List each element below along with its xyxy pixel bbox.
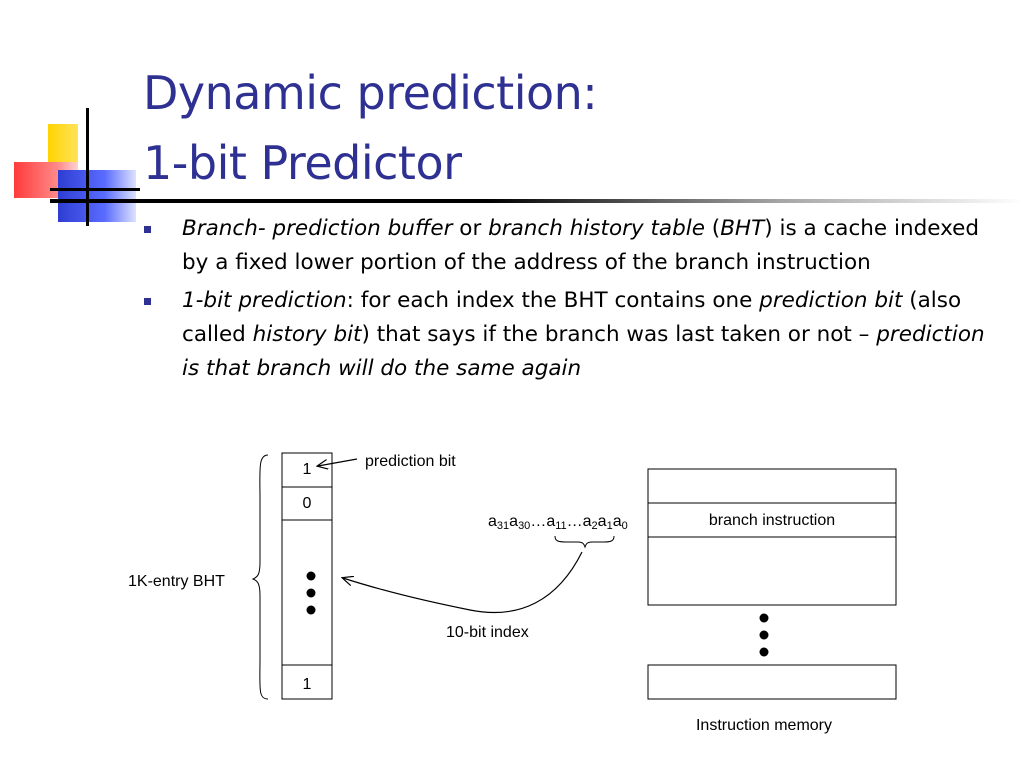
index-width-label: 10-bit index [446, 624, 529, 641]
bullet-emphasis-text: Branch- prediction buffer [182, 216, 453, 241]
ellipsis-dot [306, 605, 316, 615]
bullet-emphasis-text: history bit [252, 322, 362, 347]
bullet-emphasis-text: 1-bit prediction [182, 288, 347, 313]
instruction-memory-last-row [647, 664, 897, 700]
slide-title: Dynamic prediction: 1-bit Predictor [143, 58, 598, 198]
address-bit-index: 0 [621, 520, 628, 532]
bullet-plain-text: or [452, 216, 489, 241]
address-bit: a [597, 513, 607, 530]
slide-title-line-2: 1-bit Predictor [143, 136, 462, 190]
bullet-text: Branch- prediction buffer or branch hist… [182, 216, 979, 275]
bht-table [281, 452, 333, 700]
address-bit: a [612, 513, 622, 530]
bullet-square-icon [144, 226, 151, 233]
bullet-text: 1-bit prediction: for each index the BHT… [182, 288, 985, 381]
bullet-emphasis-text: prediction bit [759, 288, 903, 313]
logo-vertical-line [86, 108, 89, 226]
ellipsis-dot [759, 630, 769, 640]
bullet-list: Branch- prediction buffer or branch hist… [142, 212, 1002, 390]
bullet-plain-text: ) that says if the branch was last taken… [361, 322, 877, 347]
branch-address-label: a31a30…a11…a2a1a0 [488, 513, 628, 535]
bullet-plain-text: ) is a cache indexed by a fixed lower po… [182, 216, 980, 275]
bullet-plain-text: ( [704, 216, 721, 241]
bullet-emphasis-text: BHT [720, 216, 765, 241]
address-bit-index: 30 [518, 520, 531, 532]
ellipsis-dot [759, 647, 769, 657]
slide-title-line-1: Dynamic prediction: [143, 66, 598, 120]
address-bit: a [509, 513, 519, 530]
bullet-item: Branch- prediction buffer or branch hist… [142, 212, 1002, 280]
branch-instruction-label: branch instruction [708, 512, 836, 529]
bht-brace [251, 454, 269, 700]
bht-cell-bottom-value: 1 [302, 676, 312, 693]
bullet-square-icon [144, 298, 151, 305]
decorative-logo [0, 100, 140, 230]
bht-cell-second-value: 0 [302, 495, 312, 512]
address-bit: …a [566, 513, 592, 530]
address-bit: …a [530, 513, 556, 530]
address-bit-index: 2 [591, 520, 598, 532]
title-divider [50, 199, 1024, 203]
address-bit: a [488, 513, 497, 530]
bullet-plain-text: (also called [182, 288, 962, 347]
ellipsis-dot [306, 588, 316, 598]
bht-size-label: 1K-entry BHT [128, 573, 225, 590]
address-bit-index: 31 [496, 520, 510, 532]
bht-cell-top-value: 1 [302, 461, 312, 478]
logo-horizontal-line [50, 188, 140, 191]
index-brace [554, 535, 615, 549]
logo-blue-square [58, 170, 136, 222]
bullet-emphasis-text: branch history table [488, 216, 705, 241]
bullet-plain-text: : for each index the BHT contains one [346, 288, 760, 313]
instruction-memory-label: Instruction memory [695, 717, 833, 734]
prediction-bit-label: prediction bit [365, 453, 456, 470]
index-arrow [343, 551, 583, 614]
ellipsis-dot [306, 571, 316, 581]
bullet-emphasis-text: prediction is that branch will do the sa… [182, 322, 985, 381]
address-bit-index: 11 [555, 520, 567, 532]
bullet-item: 1-bit prediction: for each index the BHT… [142, 284, 1002, 386]
prediction-bit-arrow [318, 458, 358, 466]
address-bit-index: 1 [606, 520, 613, 532]
ellipsis-dot [759, 613, 769, 623]
